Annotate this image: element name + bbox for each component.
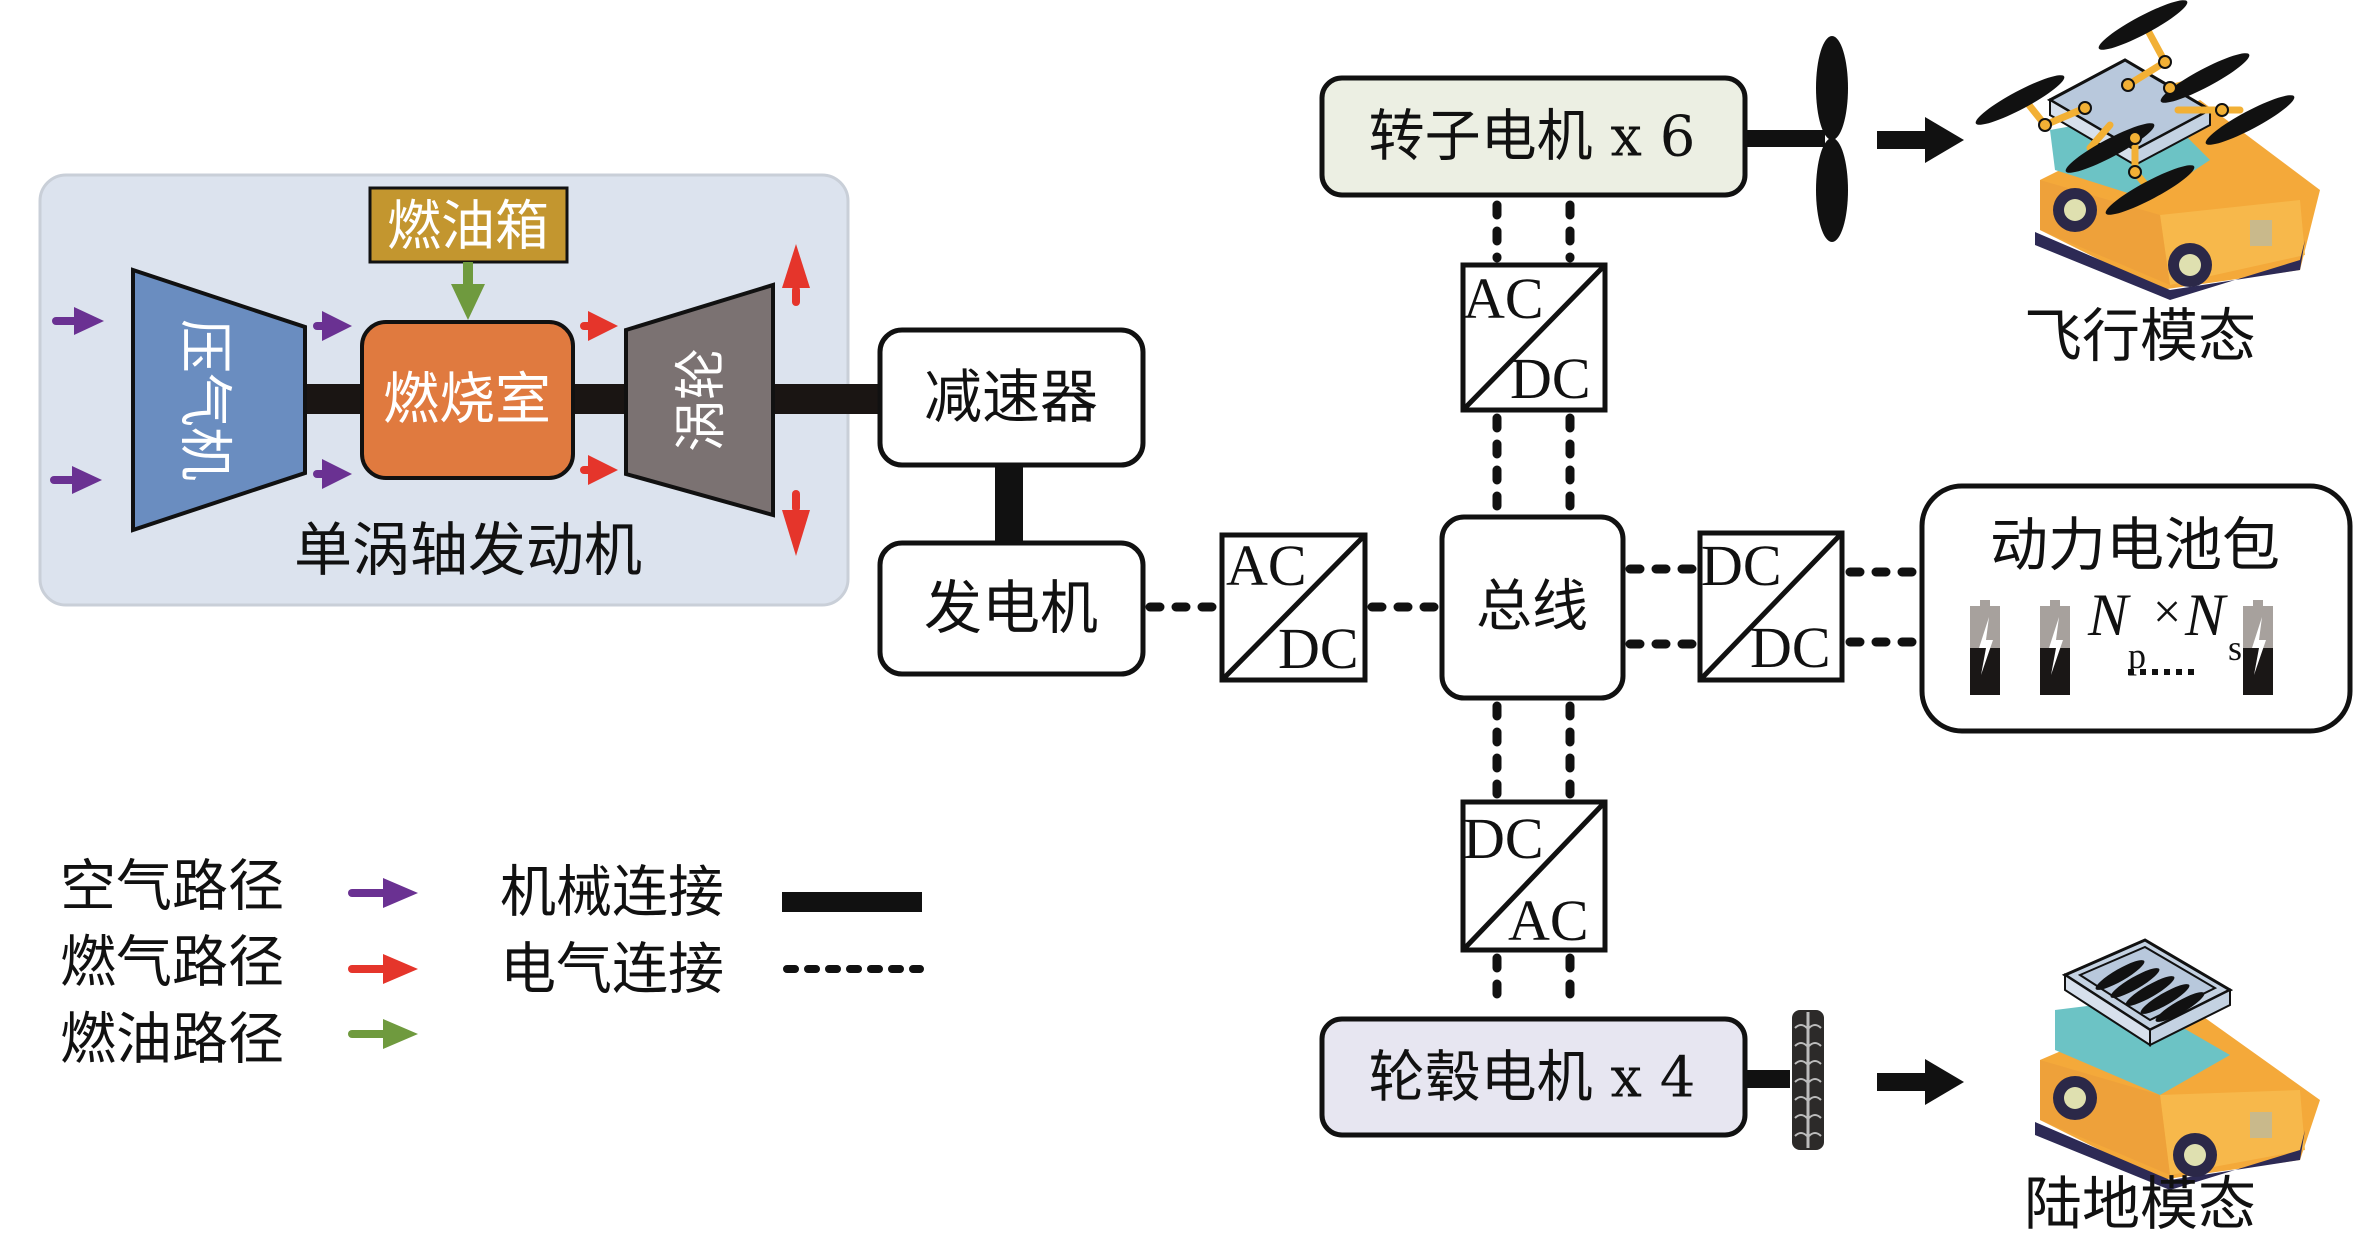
exhaust-arrow-up-icon bbox=[782, 244, 810, 306]
battery-cell-icon bbox=[2040, 600, 2070, 695]
converter-gen-bus-top: AC bbox=[1226, 533, 1307, 598]
bus-box: 总线 bbox=[1439, 514, 1626, 701]
reducer-box: 减速器 bbox=[877, 327, 1146, 468]
converter-gen-bus-bottom: DC bbox=[1278, 616, 1359, 681]
electrical-links bbox=[1145, 200, 1920, 1015]
ground-car-image bbox=[2035, 938, 2320, 1190]
battery-formula-times: × bbox=[2153, 583, 2181, 639]
compressor-shape bbox=[131, 267, 307, 533]
legend-fuel-label: 燃油路径 bbox=[60, 1008, 284, 1073]
engine-title: 单涡轴发动机 bbox=[294, 516, 642, 584]
legend-air-label: 空气路径 bbox=[60, 855, 284, 920]
rotor-shaft bbox=[1745, 130, 1825, 147]
converter-bus-battery-bottom: DC bbox=[1750, 615, 1831, 680]
exhaust-arrow-down-icon bbox=[782, 490, 810, 556]
converter-bus-rotor-top: AC bbox=[1463, 266, 1544, 331]
bus-label: 总线 bbox=[1476, 575, 1588, 640]
gas-arrow-top-icon bbox=[580, 311, 618, 341]
converter-bus-hub-top: DC bbox=[1463, 806, 1544, 871]
air-inlet-arrow-bottom-icon bbox=[50, 466, 102, 494]
legend-mechanical-label: 机械连接 bbox=[500, 861, 724, 926]
rotor-motor-label: 转子电机 x 6 bbox=[1369, 105, 1696, 170]
flying-car-image bbox=[1975, 0, 2320, 300]
legend: 空气路径 燃气路径 燃油路径 机械连接 电气连接 bbox=[60, 855, 924, 1073]
reducer-label: 减速器 bbox=[924, 363, 1098, 431]
generator-label: 发电机 bbox=[924, 574, 1098, 642]
tire-icon bbox=[1792, 1010, 1824, 1150]
propeller-icon bbox=[1816, 36, 1848, 242]
rotor-motor-box: 转子电机 x 6 bbox=[1319, 75, 1748, 198]
turbine-shape bbox=[624, 282, 775, 518]
converter-bus-rotor: AC DC bbox=[1460, 262, 1608, 413]
flight-arrow-icon bbox=[1877, 117, 1964, 163]
fuel-arrow-icon bbox=[451, 262, 485, 320]
gas-arrow-bottom-icon bbox=[580, 455, 618, 485]
combustor-shape bbox=[360, 320, 575, 480]
flight-mode-label: 飞行模态 bbox=[2024, 302, 2256, 370]
engine-panel: 压气机 燃烧室 涡轮 燃油箱 bbox=[38, 173, 880, 607]
battery-pack-label: 动力电池包 bbox=[1990, 511, 2280, 579]
legend-fuel-arrow-icon bbox=[348, 1019, 418, 1049]
air-outlet-arrow-top-icon bbox=[313, 311, 352, 341]
battery-formula-ns-n: N bbox=[2184, 582, 2228, 648]
generator-box: 发电机 bbox=[877, 540, 1146, 677]
hub-motor-label: 轮毂电机 x 4 bbox=[1369, 1046, 1696, 1111]
reducer-generator-shaft bbox=[995, 463, 1023, 545]
converter-bus-hub-bottom: AC bbox=[1508, 888, 1589, 953]
air-inlet-arrow-top-icon bbox=[52, 307, 104, 335]
legend-mechanical-line bbox=[782, 892, 922, 912]
combustor-label: 燃烧室 bbox=[383, 368, 551, 433]
air-outlet-arrow-bottom-icon bbox=[313, 459, 352, 489]
battery-formula-np-n: N bbox=[2087, 582, 2131, 648]
compressor-label: 压气机 bbox=[174, 319, 237, 481]
turbine-label: 涡轮 bbox=[672, 348, 732, 452]
legend-air-arrow-icon bbox=[348, 878, 418, 908]
fuel-tank bbox=[368, 186, 569, 264]
fuel-tank-label: 燃油箱 bbox=[387, 195, 549, 258]
battery-cell-icon bbox=[1970, 600, 2000, 695]
ground-arrow-icon bbox=[1877, 1059, 1964, 1105]
hub-shaft bbox=[1745, 1070, 1790, 1088]
legend-gas-label: 燃气路径 bbox=[60, 931, 284, 996]
legend-electrical-label: 电气连接 bbox=[500, 938, 724, 1003]
battery-formula-s: s bbox=[2228, 628, 2242, 668]
converter-bus-battery: DC DC bbox=[1697, 530, 1845, 683]
converter-bus-battery-top: DC bbox=[1701, 533, 1782, 598]
converter-bus-hub: DC AC bbox=[1460, 799, 1608, 953]
hub-motor-box: 轮毂电机 x 4 bbox=[1319, 1016, 1748, 1138]
converter-gen-bus: AC DC bbox=[1219, 532, 1368, 683]
ground-mode-label: 陆地模态 bbox=[2024, 1170, 2256, 1238]
converter-bus-rotor-bottom: DC bbox=[1510, 346, 1591, 411]
battery-formula-p: p bbox=[2128, 636, 2146, 676]
legend-gas-arrow-icon bbox=[348, 954, 418, 984]
battery-pack: 动力电池包 N p × N s bbox=[1919, 483, 2353, 734]
battery-cell-icon bbox=[2243, 600, 2273, 695]
